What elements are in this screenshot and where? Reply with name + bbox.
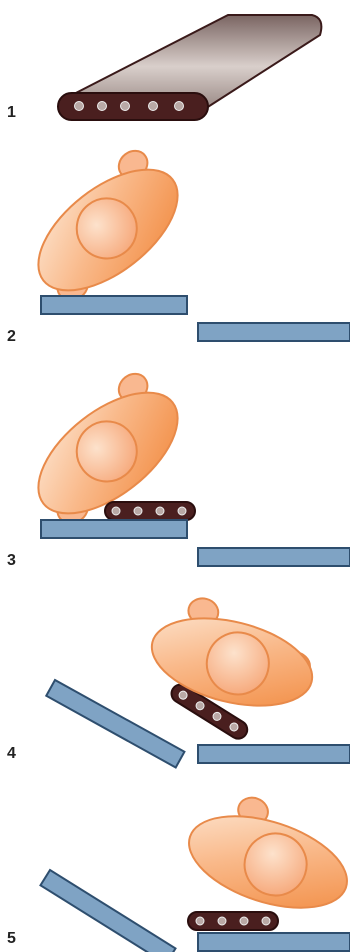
patient	[150, 597, 314, 707]
roller	[229, 722, 239, 732]
step-1: 1	[0, 0, 350, 135]
patient	[37, 372, 179, 525]
roller	[155, 506, 165, 516]
roller	[120, 101, 130, 111]
head	[205, 631, 270, 696]
step-number: 2	[7, 328, 16, 345]
roller	[111, 506, 121, 516]
patient-rolled-illustration	[44, 597, 350, 769]
patient-on-table-illustration	[37, 149, 350, 342]
step-number: 1	[7, 104, 16, 121]
roller-board	[170, 683, 249, 740]
step-5: 5	[0, 790, 350, 952]
roller-board	[187, 911, 279, 931]
roller	[133, 506, 143, 516]
roller	[178, 690, 188, 700]
head	[75, 420, 138, 483]
table	[40, 519, 188, 539]
roller	[217, 916, 227, 926]
table-tilted	[39, 868, 177, 952]
bed	[197, 744, 350, 764]
step-2: 2	[0, 149, 350, 350]
roller	[148, 101, 158, 111]
transfer-complete-illustration	[39, 796, 350, 952]
step-number: 3	[7, 552, 16, 569]
rollers	[195, 916, 271, 926]
rollers	[111, 506, 187, 516]
table	[44, 678, 186, 769]
roller	[74, 101, 84, 111]
roller	[97, 101, 107, 111]
roller	[174, 101, 184, 111]
roller-board-edge	[57, 92, 209, 121]
roller	[261, 916, 271, 926]
roller-board-group	[170, 683, 249, 740]
bed	[197, 322, 350, 342]
table	[39, 868, 177, 952]
patient	[37, 149, 179, 302]
roller-board-illustration	[57, 14, 323, 121]
table-tilted	[44, 678, 186, 769]
board-placed-illustration	[37, 372, 350, 567]
roller	[195, 701, 205, 711]
head	[75, 197, 138, 260]
bed	[197, 547, 350, 567]
step-4: 4	[0, 597, 350, 780]
rollers	[74, 101, 184, 111]
head	[243, 832, 308, 897]
roller	[195, 916, 205, 926]
step-number: 5	[7, 930, 16, 947]
step-number: 4	[7, 745, 16, 762]
roller	[177, 506, 187, 516]
roller	[239, 916, 249, 926]
roller	[212, 711, 222, 721]
table	[40, 295, 188, 315]
patient	[188, 796, 348, 909]
bed	[197, 932, 350, 952]
step-3: 3	[0, 372, 350, 575]
